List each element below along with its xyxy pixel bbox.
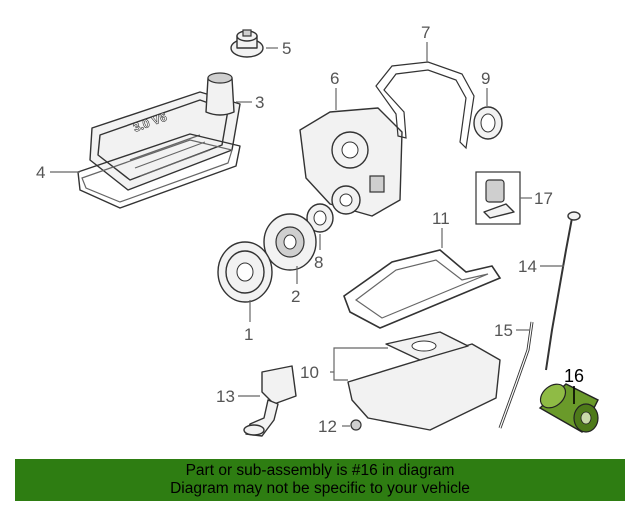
oil-pan-part[interactable] [347,331,501,431]
callout-16: 16 [564,366,584,386]
info-banner: Part or sub-assembly is #16 in diagram D… [15,459,625,501]
dipstick-part[interactable] [545,211,581,371]
oil-filter-part[interactable] [536,379,599,433]
callout-1: 1 [244,325,253,344]
callout-12: 12 [318,417,337,436]
parts-diagram: 3.0 V6 [36,23,599,437]
callout-5: 5 [282,39,291,58]
callout-6: 6 [330,69,339,88]
callout-3: 3 [255,93,264,112]
banner-line-disclaimer: Diagram may not be specific to your vehi… [170,480,470,497]
callout-17: 17 [534,189,553,208]
leader-lines [50,42,575,427]
valve-cover-part[interactable]: 3.0 V6 [89,72,241,191]
callout-13: 13 [216,387,235,406]
oil-filler-cap-part[interactable] [230,29,264,58]
timing-cover-part[interactable] [299,107,403,217]
callout-7: 7 [421,23,430,42]
callout-9: 9 [481,69,490,88]
callout-2: 2 [291,287,300,306]
drain-plug-part[interactable] [350,419,362,431]
callout-15: 15 [494,321,513,340]
crank-sprocket-part[interactable] [263,213,317,271]
crank-seal-part[interactable] [473,106,503,140]
callout-14: 14 [518,257,537,276]
oil-pump-part[interactable] [243,365,297,437]
callout-11: 11 [432,209,450,228]
callout-8: 8 [314,253,323,272]
timing-cover-gasket-part[interactable] [375,61,475,150]
dipstick-tube-part[interactable] [498,321,534,429]
callout-4: 4 [36,163,45,182]
crank-pulley-part[interactable] [217,241,273,303]
valve-cover-gasket-part[interactable] [77,133,241,209]
oil-pan-gasket-part[interactable] [343,249,502,329]
pcv-valve-part[interactable] [475,171,521,225]
banner-line-part-number: Part or sub-assembly is #16 in diagram [185,462,455,479]
callout-10: 10 [300,363,319,382]
seal-part[interactable] [306,203,334,233]
